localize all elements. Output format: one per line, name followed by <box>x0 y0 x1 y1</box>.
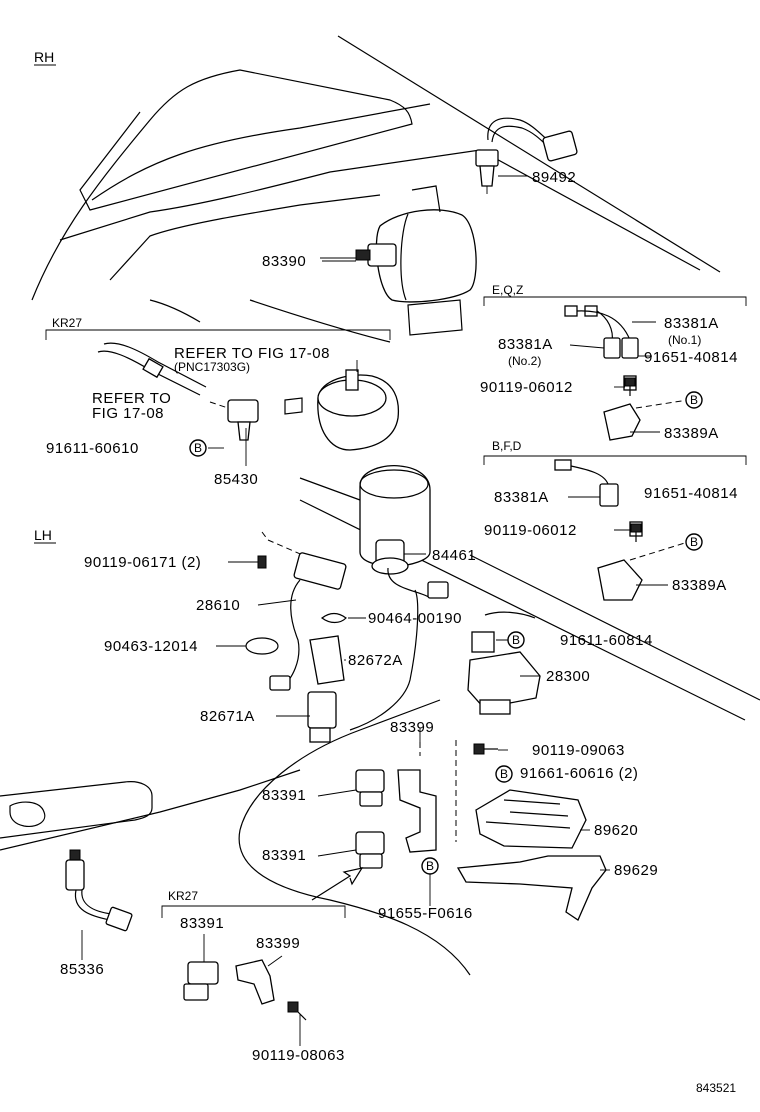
label-82671a: 82671A <box>200 708 255 725</box>
label-83389a-b: 83389A <box>672 577 727 594</box>
label-89492: 89492 <box>532 169 576 186</box>
label-83381a-no2-note: (No.2) <box>508 354 541 368</box>
bolt-90119-06012-b-drawing <box>630 523 642 542</box>
part-90463-12014-drawing <box>245 637 279 655</box>
label-83391-a: 83391 <box>262 787 306 804</box>
part-83391-c-drawing <box>183 961 219 1001</box>
label-83391-b: 83391 <box>262 847 306 864</box>
label-82672a: 82672A <box>348 652 403 669</box>
section-lh-label: LH <box>34 527 52 543</box>
label-91661-60616: 91661-60616 (2) <box>520 765 638 782</box>
part-89620-drawing <box>475 789 587 849</box>
part-83399-bottom-drawing <box>235 959 275 1005</box>
callout-b-1: B <box>685 391 703 409</box>
label-90464-00190: 90464-00190 <box>368 610 462 627</box>
part-kr27-canister-drawing <box>97 342 400 451</box>
bolt-90119-06012-a-drawing <box>624 377 636 396</box>
part-83391-b-drawing <box>355 831 385 869</box>
svg-text:KR27: KR27 <box>168 889 198 903</box>
body-outline <box>0 35 760 976</box>
label-91611-60610: 91611-60610 <box>46 440 139 457</box>
label-85430: 85430 <box>214 471 258 488</box>
label-90119-06171: 90119-06171 (2) <box>84 554 201 571</box>
svg-text:KR27: KR27 <box>52 316 82 330</box>
refer-note-1-line1: REFER TO FIG 17-08 <box>174 345 330 362</box>
group-kr27-bottom: KR27 <box>161 889 346 918</box>
figure-id: 843521 <box>696 1081 736 1095</box>
label-84461: 84461 <box>432 547 476 564</box>
part-89492-drawing <box>475 117 578 194</box>
label-83390: 83390 <box>262 253 306 270</box>
label-83381a-bfd: 83381A <box>494 489 549 506</box>
label-90119-09063: 90119-09063 <box>532 742 625 759</box>
part-83391-a-drawing <box>355 769 385 807</box>
label-85336: 85336 <box>60 961 104 978</box>
svg-text:B: B <box>500 767 508 781</box>
refer-note-1-line2: (PNC17303G) <box>174 360 250 374</box>
part-84461-drawing <box>359 464 449 599</box>
svg-text:B: B <box>426 859 434 873</box>
part-83390-drawing <box>320 185 477 336</box>
label-91655-f0616: 91655-F0616 <box>378 905 473 922</box>
label-83381a-no1-note: (No.1) <box>668 333 701 347</box>
label-83381a-no1: 83381A <box>664 315 719 332</box>
part-85336-drawing <box>65 849 133 932</box>
callout-b-2: B <box>685 533 703 551</box>
svg-text:B,F,D: B,F,D <box>492 439 522 453</box>
label-83381a-no2: 83381A <box>498 336 553 353</box>
part-82671a-drawing <box>307 691 337 743</box>
callout-b-6: B <box>421 857 439 875</box>
label-90463-12014: 90463-12014 <box>104 638 198 655</box>
part-89629-drawing <box>456 855 607 921</box>
svg-text:B: B <box>690 393 698 407</box>
label-90119-06012-a: 90119-06012 <box>480 379 573 396</box>
bolt-90119-09063-drawing <box>473 743 498 755</box>
part-83399-drawing <box>397 740 457 853</box>
label-28300: 28300 <box>546 668 590 685</box>
label-89620: 89620 <box>594 822 638 839</box>
label-28610: 28610 <box>196 597 240 614</box>
group-eqz: E,Q,Z <box>483 283 747 306</box>
svg-text:B: B <box>690 535 698 549</box>
label-90119-06012-b: 90119-06012 <box>484 522 577 539</box>
refer-note-2-line1: REFER TO <box>92 390 171 407</box>
view-arrow <box>311 867 364 901</box>
section-rh-label: RH <box>34 49 54 65</box>
part-bfd-switch-drawing <box>554 459 689 601</box>
callout-b-5: B <box>495 765 513 783</box>
label-89629: 89629 <box>614 862 658 879</box>
part-90464-00190-drawing <box>320 612 347 624</box>
label-91651-40814-a: 91651-40814 <box>644 349 738 366</box>
leader-lines <box>81 175 668 1046</box>
refer-note-2-line2: FIG 17-08 <box>92 405 164 422</box>
label-90119-08063: 90119-08063 <box>252 1047 345 1064</box>
part-28610-drawing <box>257 531 347 691</box>
label-91611-60814: 91611-60814 <box>560 632 653 649</box>
svg-text:B: B <box>512 633 520 647</box>
part-28300-drawing <box>467 631 541 715</box>
label-83391-c: 83391 <box>180 915 224 932</box>
label-83399-bottom: 83399 <box>256 935 300 952</box>
part-eqz-switch-drawing <box>564 305 689 441</box>
svg-text:B: B <box>194 441 202 455</box>
part-82672a-drawing <box>309 635 345 685</box>
label-83389a-a: 83389A <box>664 425 719 442</box>
callout-b-4: B <box>507 631 525 649</box>
label-83399-top: 83399 <box>390 719 434 736</box>
svg-text:E,Q,Z: E,Q,Z <box>492 283 523 297</box>
group-kr27-top: KR27 <box>45 316 391 340</box>
callout-b-3: B <box>189 439 207 457</box>
bolt-90119-08063-drawing <box>287 1001 307 1021</box>
label-91651-40814-b: 91651-40814 <box>644 485 738 502</box>
group-bfd: B,F,D <box>483 439 747 465</box>
